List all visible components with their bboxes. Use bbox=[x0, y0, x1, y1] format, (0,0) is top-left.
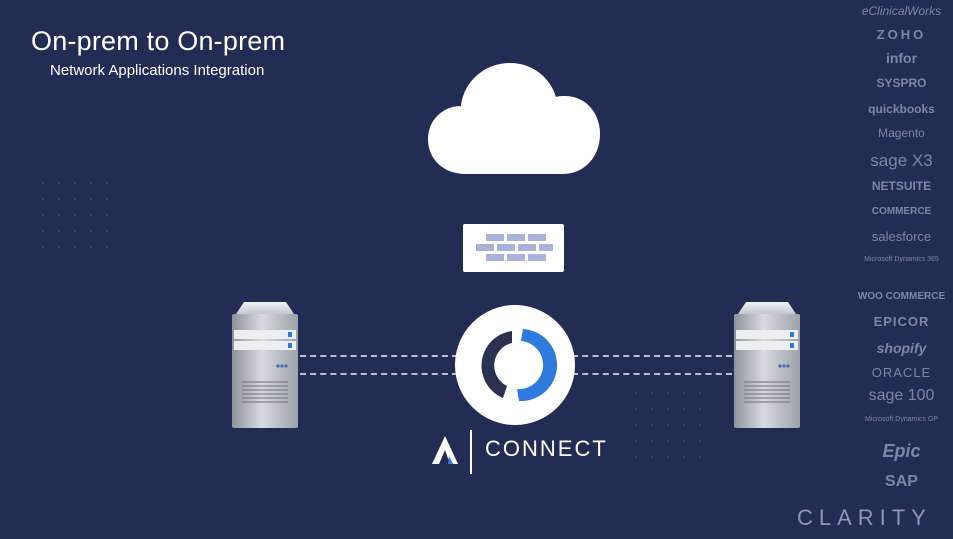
connection-line-left-bottom bbox=[300, 373, 458, 375]
decorative-dot bbox=[90, 198, 92, 200]
decorative-dot bbox=[667, 440, 669, 442]
integration-logo: sage X3 bbox=[870, 151, 933, 170]
decorative-dot bbox=[42, 246, 44, 248]
decorative-dot bbox=[74, 214, 76, 216]
connection-line-right-bottom bbox=[572, 373, 732, 375]
integration-logo: EPICOR bbox=[873, 314, 930, 329]
decorative-dot bbox=[635, 456, 637, 458]
decorative-dot bbox=[42, 182, 44, 184]
integration-logo: ORACLE bbox=[871, 365, 932, 380]
brand-name: CONNECT bbox=[485, 436, 608, 461]
decorative-dot bbox=[699, 408, 701, 410]
sync-icon bbox=[481, 329, 558, 402]
decorative-dot bbox=[699, 392, 701, 394]
decorative-dot bbox=[683, 408, 685, 410]
decorative-dot bbox=[635, 440, 637, 442]
decorative-dot bbox=[106, 214, 108, 216]
decorative-dot bbox=[90, 214, 92, 216]
brand-divider bbox=[470, 430, 472, 474]
decorative-dot bbox=[651, 440, 653, 442]
decorative-dot bbox=[74, 230, 76, 232]
decorative-dot bbox=[74, 246, 76, 248]
decorative-dot bbox=[667, 456, 669, 458]
decorative-dot bbox=[106, 182, 108, 184]
server-icon bbox=[232, 302, 298, 428]
decorative-dot bbox=[683, 424, 685, 426]
decorative-dot bbox=[635, 392, 637, 394]
decorative-dot bbox=[635, 424, 637, 426]
decorative-dot bbox=[667, 392, 669, 394]
integration-logo: WOO COMMERCE bbox=[857, 291, 946, 302]
decorative-dot bbox=[90, 230, 92, 232]
integration-logo: eClinicalWorks bbox=[861, 4, 942, 18]
server-icon bbox=[734, 302, 800, 428]
decorative-dot bbox=[42, 198, 44, 200]
integration-logo: Epic bbox=[882, 441, 921, 461]
connection-line-left-top bbox=[300, 355, 458, 357]
connect-logo-icon bbox=[432, 436, 458, 464]
decorative-dot bbox=[74, 198, 76, 200]
decorative-dot bbox=[42, 214, 44, 216]
decorative-dot bbox=[683, 440, 685, 442]
decorative-dot bbox=[58, 246, 60, 248]
integration-logo: Magento bbox=[878, 126, 925, 140]
decorative-dot bbox=[683, 392, 685, 394]
integration-logo: salesforce bbox=[871, 229, 932, 244]
integration-logo: Microsoft Dynamics 365 bbox=[864, 256, 939, 263]
integration-logo: quickbooks bbox=[868, 102, 935, 116]
integration-logo: SAP bbox=[885, 473, 918, 490]
decorative-dot bbox=[106, 230, 108, 232]
page-title: On-prem to On-prem bbox=[31, 26, 286, 56]
footer-brand: CLARITY bbox=[797, 505, 932, 530]
decorative-dot bbox=[106, 246, 108, 248]
decorative-dot bbox=[90, 182, 92, 184]
decorative-dot bbox=[651, 424, 653, 426]
integration-logo: Microsoft Dynamics GP bbox=[864, 416, 939, 423]
decorative-dot bbox=[42, 230, 44, 232]
decorative-dot bbox=[699, 440, 701, 442]
decorative-dot bbox=[58, 198, 60, 200]
integration-logo: infor bbox=[885, 50, 918, 66]
decorative-dot bbox=[106, 198, 108, 200]
firewall bbox=[463, 224, 564, 272]
decorative-dot bbox=[58, 182, 60, 184]
cloud-icon bbox=[428, 63, 600, 174]
decorative-dot bbox=[90, 246, 92, 248]
decorative-dot bbox=[667, 424, 669, 426]
decorative-dot bbox=[58, 230, 60, 232]
integration-logo: shopify bbox=[876, 340, 927, 356]
decorative-dot bbox=[74, 182, 76, 184]
decorative-dot bbox=[667, 408, 669, 410]
decorative-dot bbox=[651, 408, 653, 410]
decorative-dot bbox=[58, 214, 60, 216]
integration-logo: SYSPRO bbox=[876, 76, 927, 90]
page-subtitle: Network Applications Integration bbox=[50, 62, 265, 79]
integration-logo: COMMERCE bbox=[871, 206, 932, 217]
decorative-dot bbox=[683, 456, 685, 458]
firewall-icon bbox=[476, 234, 553, 261]
decorative-dot bbox=[699, 456, 701, 458]
decorative-dot bbox=[699, 424, 701, 426]
decorative-dot bbox=[651, 392, 653, 394]
sync-hub bbox=[455, 305, 575, 425]
integration-logo: NETSUITE bbox=[871, 179, 932, 193]
connection-line-right-top bbox=[572, 355, 732, 357]
integration-logo: sage 100 bbox=[868, 387, 935, 404]
integration-logo: ZOHO bbox=[876, 27, 927, 42]
decorative-dot bbox=[635, 408, 637, 410]
decorative-dot bbox=[651, 456, 653, 458]
